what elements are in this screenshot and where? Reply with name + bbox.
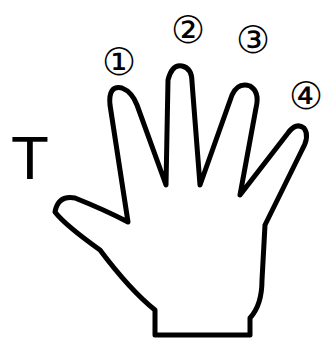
finger-number: ③ bbox=[236, 21, 270, 59]
finger-number: ① bbox=[102, 43, 136, 81]
thumb-label: T bbox=[11, 127, 49, 189]
finger-number: ④ bbox=[289, 77, 323, 115]
hand-shape bbox=[55, 66, 307, 335]
finger-number: ② bbox=[171, 11, 205, 49]
